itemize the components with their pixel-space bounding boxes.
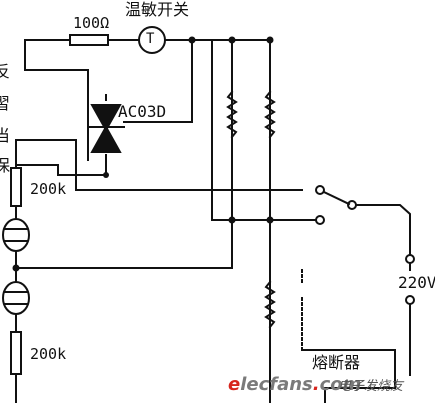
watermark-brand-rest: lecfans [240,374,313,395]
thermo-switch-symbol [138,26,166,54]
label-resistor-200k-upper: 200k [30,180,67,198]
heater-element-2 [264,90,276,139]
neon-lamp-upper [2,218,30,252]
watermark-brand-e: e [228,374,241,395]
resistor-100-ohm [69,34,109,46]
supply-terminals [405,254,415,376]
label-resistor-100-ohm: 100Ω [73,14,110,32]
resistor-200k-lower [10,331,22,375]
side-text-2: 習 [0,94,11,113]
resistor-200k-upper [10,167,22,207]
junction-dot [266,36,274,44]
junction-dot [228,216,236,224]
junction-dot [266,216,274,224]
wire-triac-bottom [15,161,107,176]
side-text-4: 保 [0,156,11,175]
junction-dot [228,36,236,44]
triac-ac03d [87,94,125,163]
neon-lamp-lower [2,281,30,315]
label-thermo-switch: 温敏开关 [125,0,190,19]
fuse-block [301,269,396,403]
watermark-cn: 电子发烧友 [338,379,404,394]
heater-element-1 [226,90,238,139]
junction-dot [103,172,109,178]
junction-dot [12,264,20,272]
label-fuse: 熔断器 [312,353,361,372]
label-resistor-200k-lower: 200k [30,345,67,363]
junction-dots [12,36,274,272]
side-text-1: 反 [0,62,11,81]
wire-left-rail [15,139,303,191]
label-triac: AC03D [118,102,167,121]
watermark-logo: elecfans.com [228,376,361,394]
side-text-3: 当 [0,126,11,145]
wire-left-loop [24,39,89,96]
selector-switch [315,185,411,271]
watermark-brand-com: com [319,374,362,395]
heater-element-3 [264,280,276,329]
junction-dot [188,36,196,44]
wire-gate [123,39,193,123]
label-voltage: 220V [398,273,435,292]
label-thermo-symbol: T [146,31,155,47]
watermark-brand-dot: . [312,374,320,395]
